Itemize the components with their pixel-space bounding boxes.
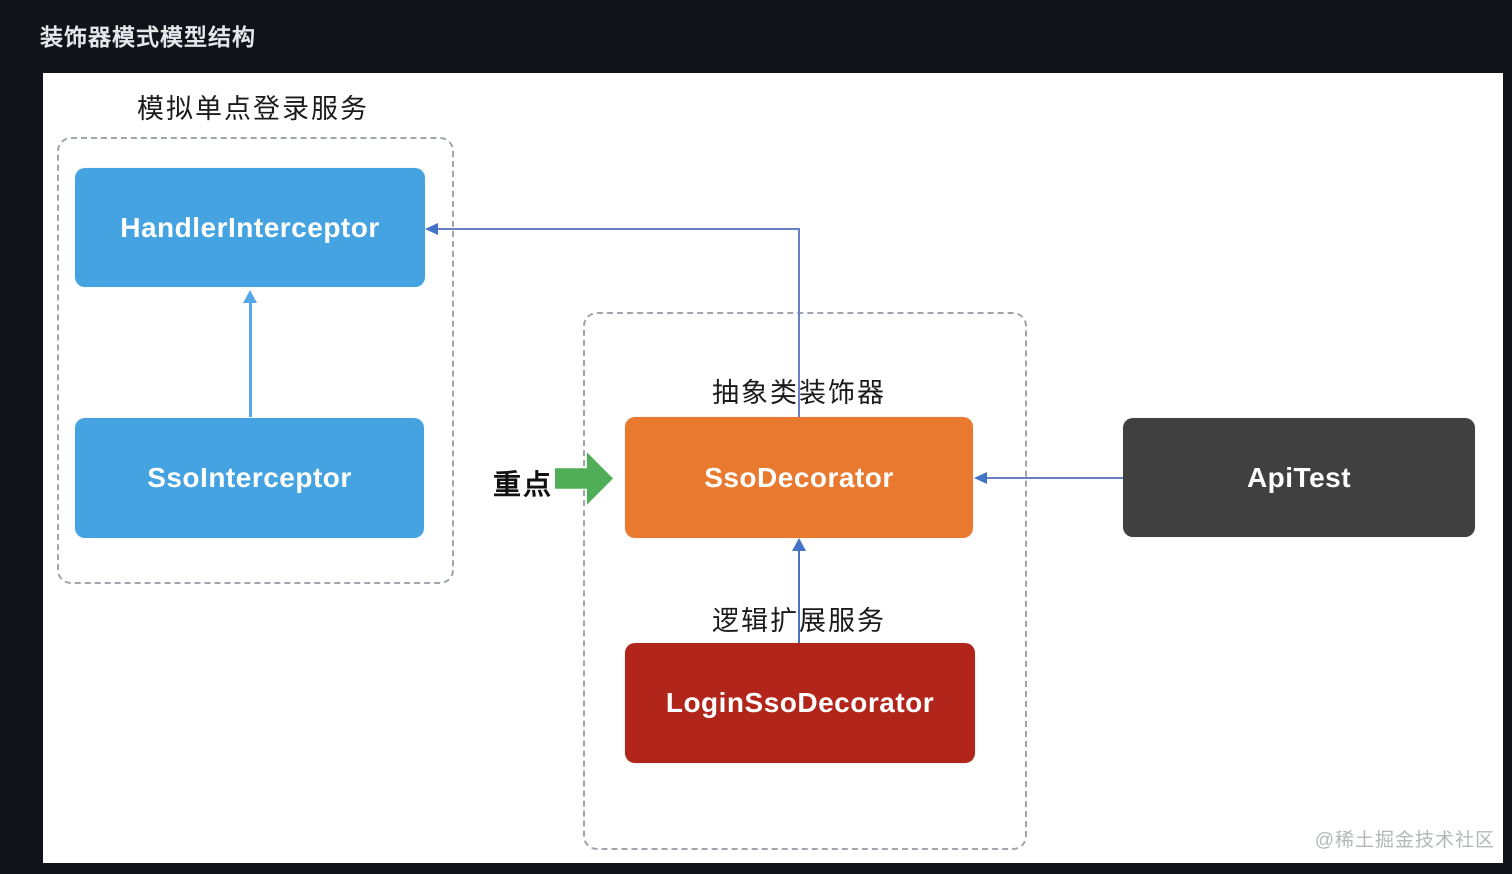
- watermark: @稀土掘金技术社区: [1314, 830, 1495, 851]
- emphasis-label: 重点: [493, 469, 554, 500]
- node-login-sso-decorator: LoginSsoDecorator: [625, 643, 975, 763]
- arrowhead-up-icon: [792, 538, 806, 551]
- node-handler-interceptor: HandlerInterceptor: [75, 168, 425, 287]
- arrowhead-left-icon: [425, 223, 438, 235]
- group-label-sso-service: 模拟单点登录服务: [137, 94, 369, 124]
- page-title: 装饰器模式模型结构: [40, 24, 256, 50]
- arrowhead-up-icon: [243, 290, 257, 303]
- node-api-test: ApiTest: [1123, 418, 1475, 537]
- node-handler-interceptor-label: HandlerInterceptor: [120, 211, 380, 243]
- edge-ssodecorator-to-handlerinterceptor-vertical: [798, 228, 800, 417]
- node-sso-decorator: SsoDecorator: [625, 417, 973, 538]
- node-sso-interceptor-label: SsoInterceptor: [147, 462, 352, 493]
- diagram-canvas: 模拟单点登录服务 HandlerInterceptor SsoIntercept…: [43, 73, 1503, 863]
- arrowhead-left-icon: [974, 472, 987, 484]
- node-sso-decorator-label: SsoDecorator: [704, 461, 894, 493]
- edge-ssodecorator-to-handlerinterceptor-horizontal: [435, 228, 799, 230]
- group-box-sso-service: [57, 137, 454, 584]
- group-box-decorator: [583, 312, 1027, 850]
- node-sso-interceptor: SsoInterceptor: [75, 418, 424, 538]
- edge-apitest-to-ssodecorator: [984, 477, 1123, 479]
- node-login-sso-decorator-label: LoginSsoDecorator: [665, 687, 935, 718]
- edge-loginssodecorator-to-ssodecorator: [798, 548, 800, 643]
- edge-ssointerceptor-to-handlerinterceptor: [249, 301, 252, 417]
- node-api-test-label: ApiTest: [1246, 461, 1352, 493]
